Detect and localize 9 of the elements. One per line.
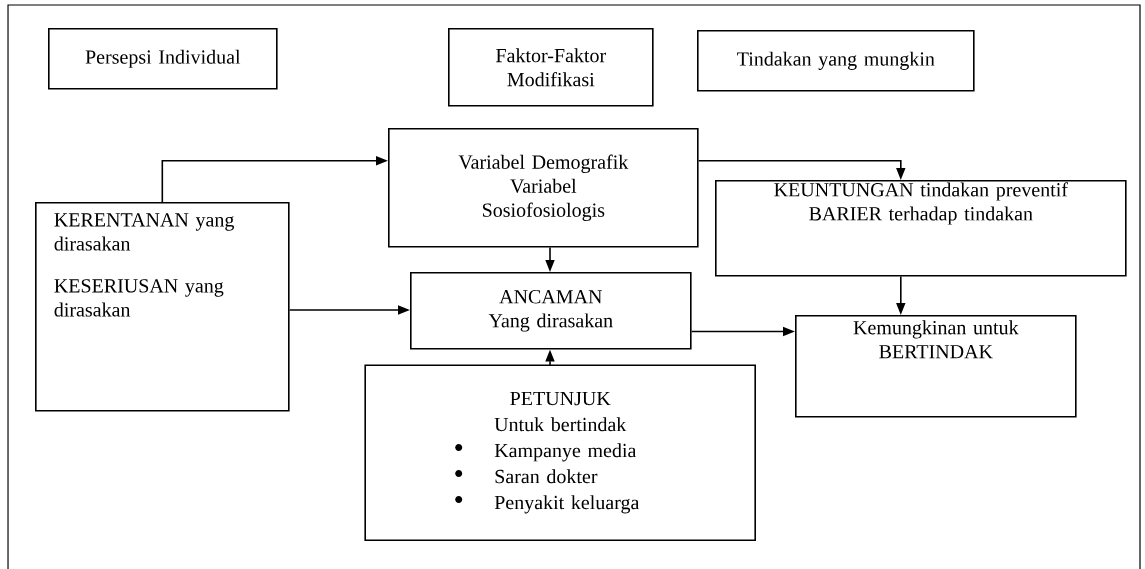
- heading-box: Persepsi Individual: [48, 28, 278, 90]
- factor-box: KERENTANAN yang dirasakan KESERIUSAN yang dirasakan: [35, 202, 290, 412]
- factor-box: KEUNTUNGAN tindakan preventif BARIER terhadap tindakan: [715, 180, 1127, 277]
- factor-box: Variabel Demografik Variabel Sosiofosiologis: [388, 128, 699, 248]
- outcome-box: Kemungkinan untuk BERTINDAK: [795, 315, 1077, 418]
- process-box: ANCAMAN Yang dirasakan: [410, 272, 692, 350]
- heading-box: Faktor-Faktor Modifikasi: [448, 28, 654, 107]
- cue-box: PETUNJUK Untuk bertindak Kampanye media Saran dokter Penyakit keluarga: [364, 364, 756, 541]
- heading-box: Tindakan yang mungkin: [697, 30, 975, 92]
